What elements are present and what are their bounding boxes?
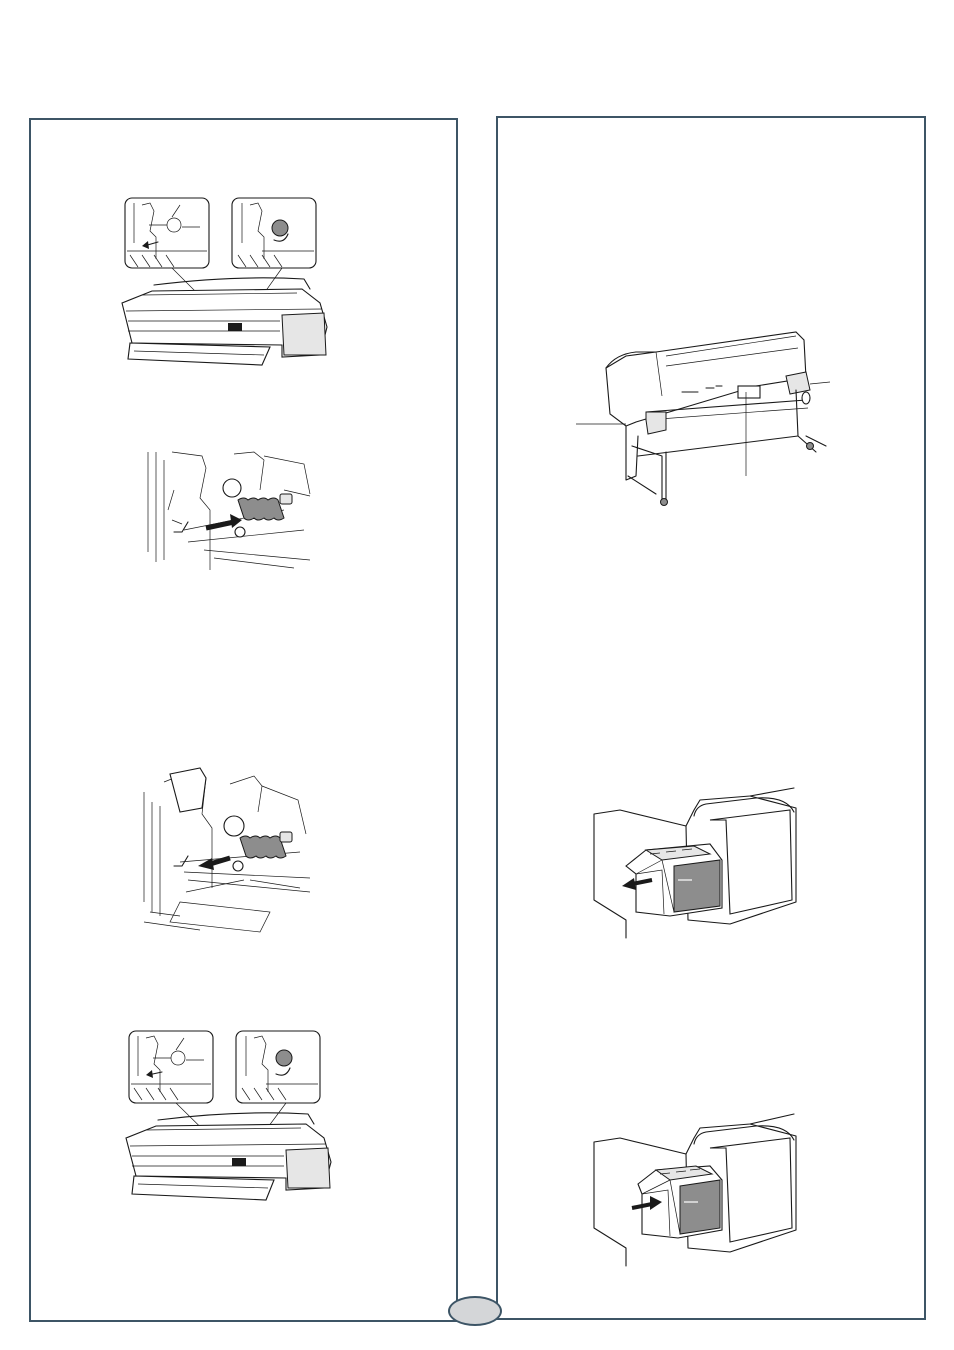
roll-holder-spring-pull-illustration bbox=[140, 762, 312, 934]
maintenance-tank-insert-illustration bbox=[590, 1104, 800, 1268]
printer-front-lever-lock-illustration bbox=[116, 1028, 346, 1208]
roll-holder-spring-push-illustration bbox=[144, 450, 312, 570]
printer-rear-view-illustration bbox=[566, 326, 836, 510]
printer-front-lever-release-illustration bbox=[112, 195, 342, 375]
page-number-badge bbox=[448, 1296, 502, 1326]
maintenance-tank-remove-illustration bbox=[590, 780, 800, 940]
